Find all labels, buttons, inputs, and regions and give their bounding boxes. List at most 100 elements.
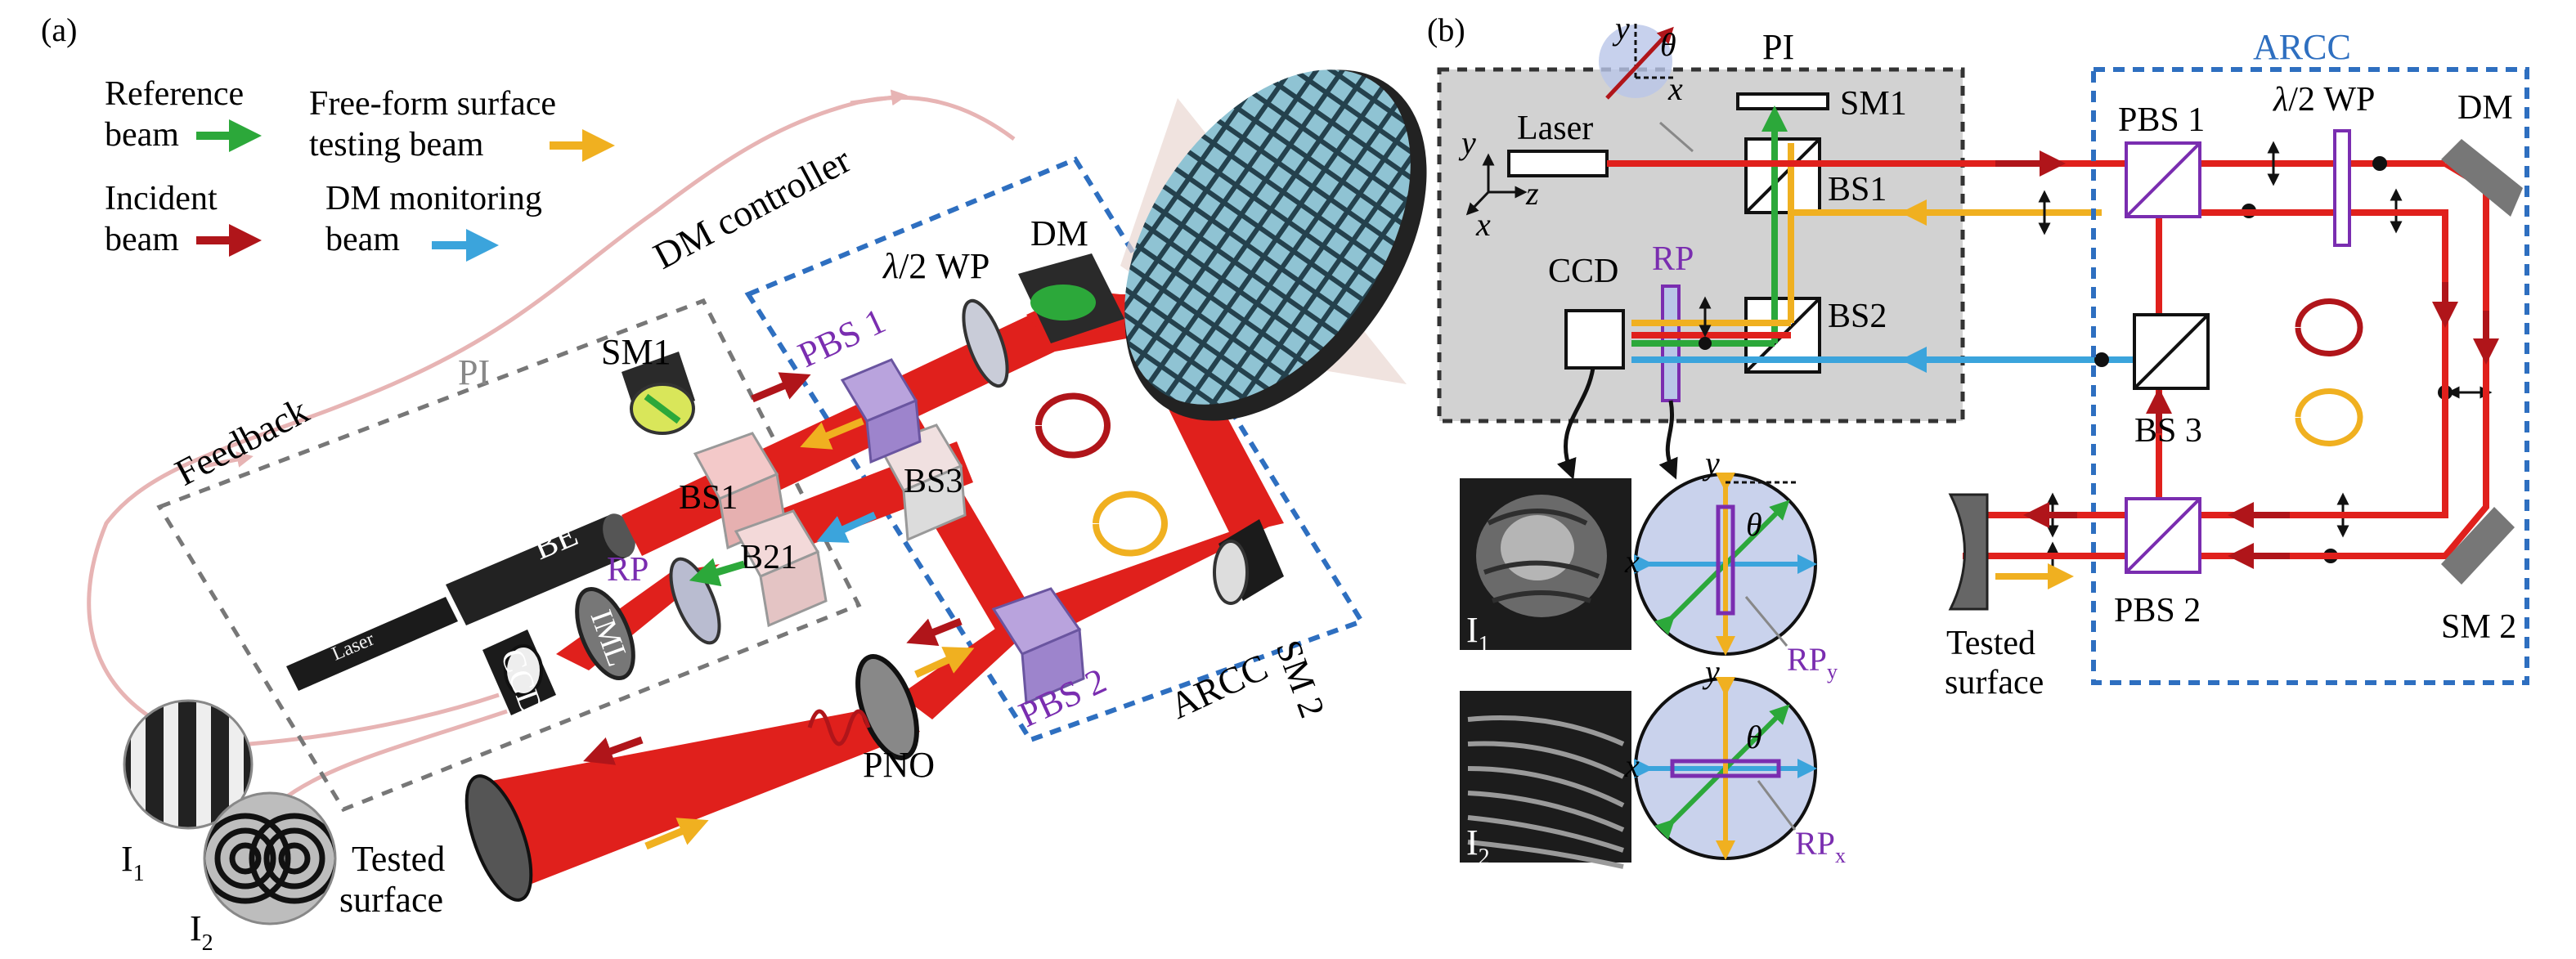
bs1-label: BS1: [679, 479, 738, 517]
top-theta: θ: [1660, 26, 1676, 63]
tested-surface-b: [1948, 493, 1989, 611]
circ2-theta: θ: [1746, 719, 1762, 755]
sm2-b-label: SM 2: [2441, 608, 2516, 646]
sm2-b: [2441, 507, 2515, 585]
dm-closeup: [1124, 69, 1427, 421]
circ-orange-icon: [1093, 491, 1168, 557]
pi-box: [156, 298, 862, 813]
ccd-cable: [249, 692, 500, 746]
rp-circle-x: y x θ RPx: [1624, 653, 1846, 867]
ccd-leader: [1556, 367, 1595, 480]
feedback-arrow-2: [204, 451, 254, 468]
legend-reference-line1: Reference: [105, 75, 244, 113]
bs2-b-label: BS2: [1828, 298, 1887, 335]
interferogram-i1-b: I1: [1460, 478, 1631, 657]
arrow-orange-1: [800, 417, 864, 450]
rp-plate: [669, 557, 721, 645]
arrow-orange-3: [644, 818, 709, 850]
beam-cone-to-surface: [470, 703, 920, 887]
coord-axes: y z x: [1458, 124, 1539, 243]
ccd-b-label: CCD: [1548, 253, 1618, 290]
pbs2-b-label: PBS 2: [2114, 592, 2201, 630]
legend-dm-line2: beam: [325, 221, 400, 258]
beam-expander: [446, 515, 630, 625]
sm1-b: [1736, 92, 1829, 110]
i1-a-label: I1: [121, 839, 145, 886]
bs3-label: BS3: [904, 463, 963, 500]
arrow-red-1: [751, 372, 811, 403]
interferogram-i2-b: I2: [1460, 691, 1631, 870]
waveplate-a-label: λ/2 WP: [882, 246, 990, 286]
tested-surface-a: [464, 774, 533, 902]
sm1-b-label: SM1: [1840, 85, 1907, 123]
waveplate-a: [962, 298, 1009, 388]
tested-surface-a-line2: surface: [339, 880, 443, 920]
legend-freeform-line2: testing beam: [309, 126, 484, 164]
circ1-y: y: [1702, 445, 1720, 482]
panel-b: (b) PI y θ x SM1 Laser y z x: [1427, 10, 2529, 870]
laser-body: [286, 597, 458, 691]
arrow-orange-2: [914, 647, 975, 679]
pbs1-b-label: PBS 1: [2118, 101, 2205, 139]
pol-arrow-top: [1605, 26, 1674, 100]
pno-wave: [807, 709, 871, 746]
circ1-x: x: [1624, 543, 1640, 580]
panel-a-label: (a): [41, 11, 77, 48]
dm-b-label: DM: [2457, 89, 2513, 127]
top-y: y: [1612, 10, 1630, 47]
dm-mount: DM: [1018, 213, 1124, 343]
beam-segment-5: [1022, 523, 1276, 634]
b21-label: B21: [740, 539, 797, 576]
pno-label: PNO: [863, 745, 935, 785]
circ1-theta: θ: [1746, 506, 1762, 543]
arrow-blue-1: [816, 511, 877, 543]
arcc-b-label: ARCC: [2253, 27, 2351, 67]
ccd-b: [1564, 309, 1625, 370]
circ2-y: y: [1702, 653, 1720, 690]
pi-label: PI: [458, 352, 490, 392]
circ-orange-b-icon: [2295, 388, 2363, 446]
coord-x: x: [1475, 206, 1491, 243]
arcc-box: [744, 156, 1366, 743]
waveplate-b-label: λ/2 WP: [2272, 81, 2375, 119]
interferogram-i2-a: I2: [190, 791, 337, 956]
arcc-label: ARCC: [1164, 646, 1274, 727]
i1-b-label: I1: [1466, 610, 1490, 657]
dm-controller-label: DM controller: [647, 139, 857, 277]
tested-surface-b-line1: Tested: [1946, 625, 2035, 662]
legend: Reference beam Free-form surface testing…: [105, 75, 615, 262]
i2-a-label: I2: [190, 908, 213, 956]
panel-b-label: (b): [1427, 11, 1465, 48]
pbs1-b: PBS 1: [2118, 101, 2205, 218]
bs3-b-label: BS 3: [2134, 412, 2202, 450]
laser-b: [1507, 150, 1609, 177]
laser-assembly: Laser BE: [286, 513, 635, 691]
arrow-red-3: [583, 736, 644, 765]
pi-beams: [1607, 114, 2445, 363]
tested-surface-a-line1: Tested: [352, 839, 445, 879]
arrow-green-1: [689, 558, 746, 587]
rp-b-label: RP: [1652, 240, 1694, 278]
dm-label: DM: [1030, 213, 1088, 253]
sm2-label: SM 2: [1268, 635, 1333, 724]
coord-y: y: [1458, 124, 1476, 161]
rp-circle-y: y x θ RPy: [1624, 445, 1838, 683]
panel-a: (a) Reference beam Free-form surface tes…: [41, 11, 1427, 956]
i2-b-label: I2: [1466, 822, 1490, 870]
feedback-label: Feedback: [168, 389, 316, 494]
legend-dm-line1: DM monitoring: [325, 180, 542, 217]
pi-label-b: PI: [1762, 27, 1794, 67]
coord-z: z: [1525, 175, 1539, 212]
rpx-label: RPx: [1795, 825, 1846, 867]
iml-lens: [575, 587, 635, 680]
pbs1-label: PBS 1: [792, 301, 892, 375]
rp-label: RP: [607, 551, 648, 589]
beam-segment-2: [883, 311, 1055, 425]
pbs2-b: PBS 2: [2114, 497, 2201, 630]
ccd-camera: CCD: [482, 630, 556, 719]
circ-red-icon: [1035, 392, 1111, 459]
tested-surface-b-line2: surface: [1945, 664, 2044, 701]
circ2-x: x: [1624, 747, 1640, 784]
legend-freeform-line1: Free-form surface: [309, 85, 556, 123]
